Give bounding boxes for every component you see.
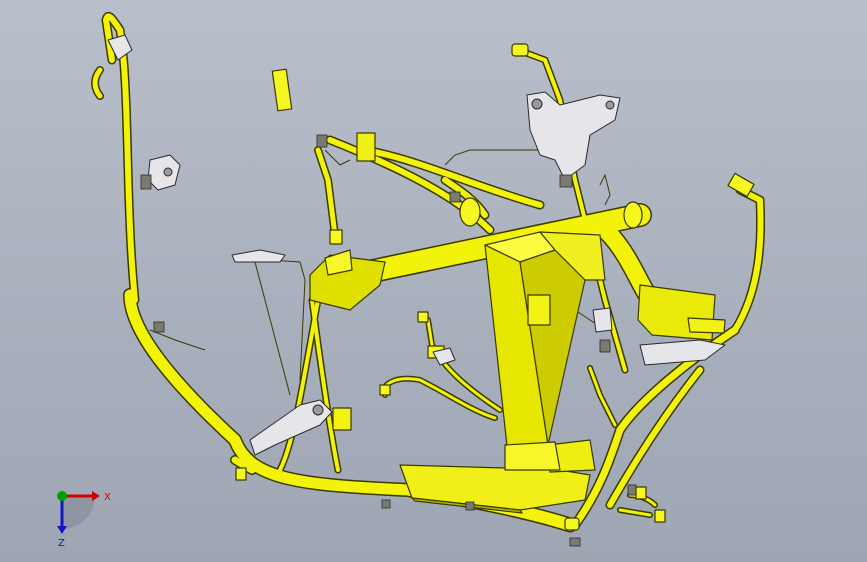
triad-quadrant xyxy=(62,496,95,529)
pipe-end-caps xyxy=(459,197,643,229)
harness-outline xyxy=(91,11,766,533)
thin-wire-leads xyxy=(149,149,611,396)
central-housing xyxy=(484,231,606,456)
z-axis-arrowhead xyxy=(57,526,67,534)
harness-clips xyxy=(140,134,637,547)
metal-brackets xyxy=(107,34,726,456)
x-axis-label: X xyxy=(104,492,111,503)
lower-connector-block xyxy=(399,439,596,514)
coordinate-triad: X Z xyxy=(57,491,111,549)
y-axis-dot xyxy=(57,491,67,501)
x-axis-arrowhead xyxy=(92,491,100,501)
connector-blocks xyxy=(235,43,755,531)
z-axis-label: Z xyxy=(58,538,65,549)
